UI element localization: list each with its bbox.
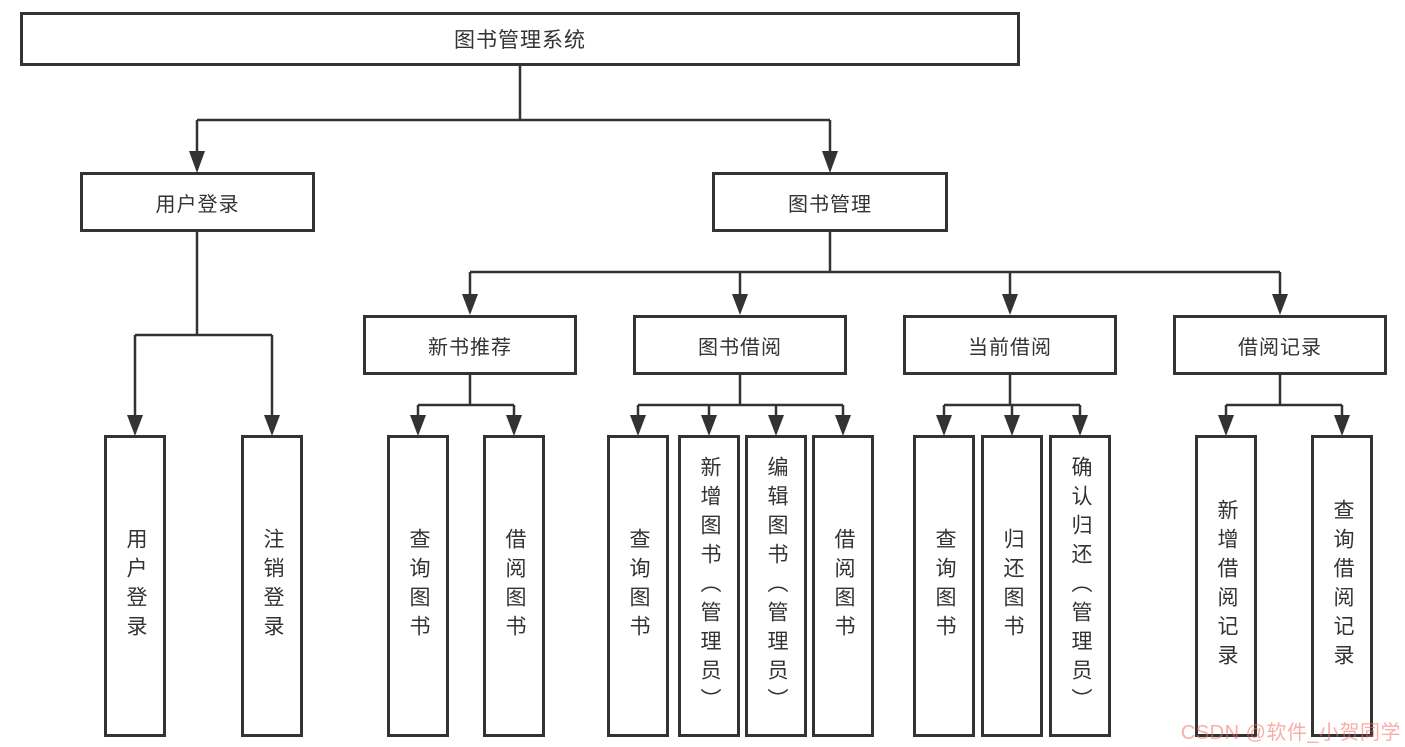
node-label: 编辑图书（管理员） [765,455,788,717]
connector-root-to-level2 [189,66,838,173]
node-label: 查询图书 [407,528,430,644]
node-leaf-confirm-return-admin: 确认归还（管理员） [1049,435,1111,737]
arrow-down-icon [732,294,748,315]
node-label: 借阅记录 [1238,336,1322,359]
node-current-borrow: 当前借阅 [903,315,1117,375]
node-label: 查询图书 [627,528,650,644]
connector-book-management-to-level3 [462,232,1288,315]
node-label: 查询借阅记录 [1331,499,1354,673]
arrow-down-icon [835,415,851,436]
arrow-down-icon [410,415,426,436]
node-label: 查询图书 [933,528,956,644]
csdn-watermark: CSDN @软件_小贺同学 [1180,722,1401,744]
node-leaf-user-login: 用户登录 [104,435,166,737]
node-book-borrow: 图书借阅 [633,315,847,375]
node-label: 用户登录 [155,193,240,216]
node-leaf-query-books-1: 查询图书 [387,435,449,737]
connector-borrow-record-to-leaves [1218,375,1350,436]
arrow-down-icon [189,151,205,173]
node-label: 新书推荐 [428,336,512,359]
arrow-down-icon [701,415,717,436]
arrow-down-icon [1002,294,1018,315]
arrow-down-icon [768,415,784,436]
arrow-down-icon [127,415,143,436]
arrow-down-icon [506,415,522,436]
connector-new-book-to-leaves [410,375,522,436]
node-book-management: 图书管理 [712,172,948,232]
connector-book-borrow-to-leaves [630,375,851,436]
node-leaf-query-borrow-record: 查询借阅记录 [1311,435,1373,737]
node-label: 图书借阅 [698,336,782,359]
node-leaf-query-books-3: 查询图书 [913,435,975,737]
arrow-down-icon [1004,415,1020,436]
arrow-down-icon [1218,415,1234,436]
node-label: 当前借阅 [968,336,1052,359]
arrow-down-icon [630,415,646,436]
node-new-book-recommend: 新书推荐 [363,315,577,375]
node-label: 借阅图书 [503,528,526,644]
arrow-down-icon [936,415,952,436]
arrow-down-icon [1072,415,1088,436]
node-leaf-borrow-books-2: 借阅图书 [812,435,874,737]
node-leaf-add-books-admin: 新增图书（管理员） [678,435,740,737]
arrow-down-icon [462,294,478,315]
arrow-down-icon [1334,415,1350,436]
node-label: 借阅图书 [832,528,855,644]
node-label: 归还图书 [1001,528,1024,644]
node-leaf-add-borrow-record: 新增借阅记录 [1195,435,1257,737]
connector-current-borrow-to-leaves [936,375,1088,436]
node-leaf-query-books-2: 查询图书 [607,435,669,737]
arrow-down-icon [1272,294,1288,315]
node-borrow-record: 借阅记录 [1173,315,1387,375]
node-label: 新增借阅记录 [1215,499,1238,673]
node-label: 新增图书（管理员） [698,455,721,717]
arrow-down-icon [264,415,280,436]
node-leaf-return-books: 归还图书 [981,435,1043,737]
node-label: 图书管理系统 [454,29,586,52]
arrow-down-icon [822,151,838,173]
node-label: 图书管理 [788,193,872,216]
node-label: 注销登录 [261,528,284,644]
node-leaf-edit-books-admin: 编辑图书（管理员） [745,435,807,737]
connector-user-login-to-leaves [127,232,280,436]
node-leaf-logout: 注销登录 [241,435,303,737]
node-root-system: 图书管理系统 [20,12,1020,66]
node-label: 确认归还（管理员） [1069,455,1092,717]
node-label: 用户登录 [124,528,147,644]
node-user-login: 用户登录 [80,172,315,232]
node-leaf-borrow-books-1: 借阅图书 [483,435,545,737]
